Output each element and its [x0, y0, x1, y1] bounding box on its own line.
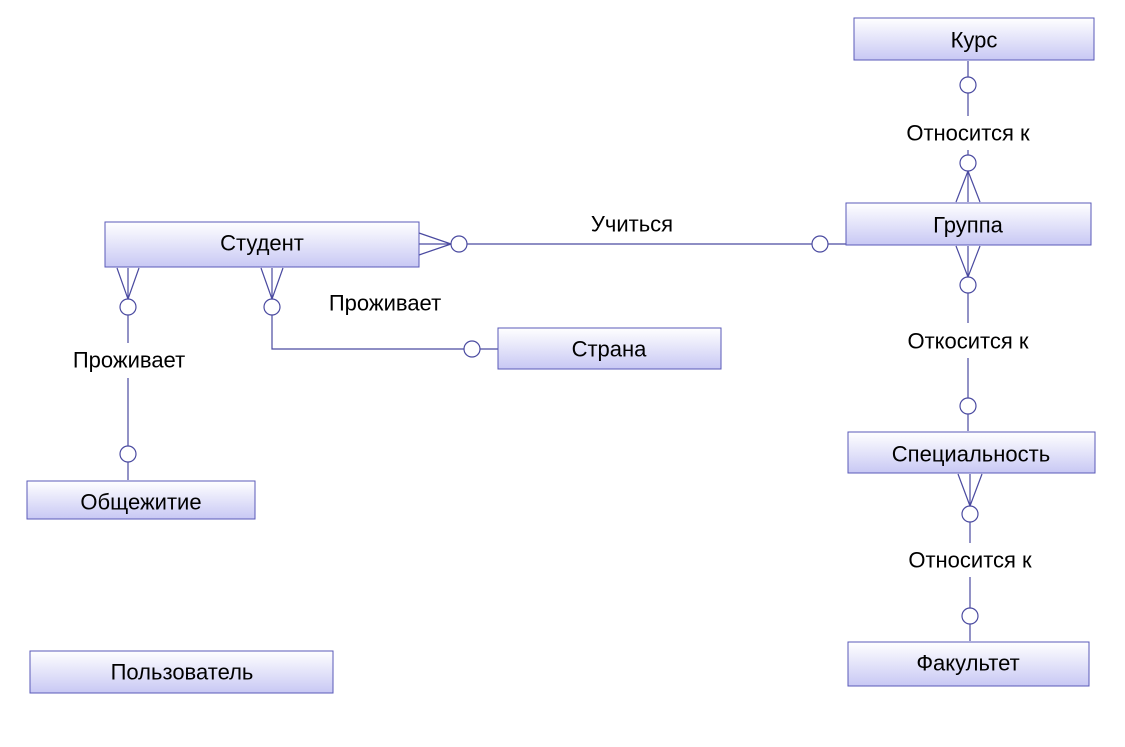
relationship-label: Относится к — [906, 121, 1030, 146]
entity-label: Специальность — [892, 442, 1050, 467]
crowfoot-line — [967, 170, 981, 203]
relationship-label: Относится к — [908, 548, 1032, 573]
crowfoot-line — [116, 267, 129, 300]
entity-strana[interactable]: Страна — [497, 327, 722, 370]
optional-circle — [119, 298, 137, 316]
relationship-label: Проживает — [73, 348, 185, 373]
crowfoot-line — [969, 473, 983, 507]
entity-label: Группа — [933, 213, 1003, 238]
relationship-label: Проживает — [329, 291, 441, 316]
entity-polzovatel[interactable]: Пользователь — [29, 650, 334, 694]
crowfoot-line — [955, 245, 969, 278]
entity-label: Студент — [220, 231, 304, 256]
optional-circle — [961, 607, 979, 625]
crowfoot-line — [418, 232, 452, 245]
optional-circle — [450, 235, 468, 253]
crowfoot-line — [260, 267, 273, 300]
crowfoot-line — [127, 267, 140, 300]
relationship-label: Учиться — [591, 212, 673, 237]
entity-label: Курс — [951, 28, 998, 53]
relationship-student-obshchezhitie: Проживает — [73, 267, 185, 480]
entity-specialnost[interactable]: Специальность — [847, 431, 1096, 474]
crowfoot-line — [418, 243, 452, 256]
crowfoot-line — [271, 267, 284, 300]
entity-label: Страна — [572, 337, 648, 362]
optional-circle — [961, 505, 979, 523]
relationship-student-strana: Проживает — [260, 267, 498, 358]
entity-obshchezhitie[interactable]: Общежитие — [26, 480, 256, 520]
entity-kurs[interactable]: Курс — [853, 17, 1095, 61]
relationship-specialnost-fakultet: Относится к — [908, 473, 1032, 641]
optional-circle — [119, 445, 137, 463]
entity-label: Пользователь — [111, 660, 254, 685]
relationship-student-gruppa: Учиться — [418, 212, 846, 256]
optional-circle — [959, 76, 977, 94]
optional-circle — [263, 298, 281, 316]
crowfoot-line — [967, 245, 981, 278]
optional-circle — [959, 397, 977, 415]
relationship-gruppa-specialnost: Откосится к — [907, 245, 1029, 431]
entity-label: Общежитие — [80, 490, 201, 515]
crowfoot-line — [955, 170, 969, 203]
entity-student[interactable]: Студент — [104, 221, 420, 268]
entity-fakultet[interactable]: Факультет — [847, 641, 1090, 687]
relationship-kurs-gruppa: Относится к — [906, 61, 1030, 203]
relationship-label: Откосится к — [907, 329, 1028, 354]
entity-gruppa[interactable]: Группа — [845, 202, 1092, 246]
optional-circle — [811, 235, 829, 253]
entity-label: Факультет — [916, 651, 1019, 676]
optional-circle — [959, 154, 977, 172]
optional-circle — [959, 276, 977, 294]
crowfoot-line — [957, 473, 971, 507]
optional-circle — [463, 340, 481, 358]
